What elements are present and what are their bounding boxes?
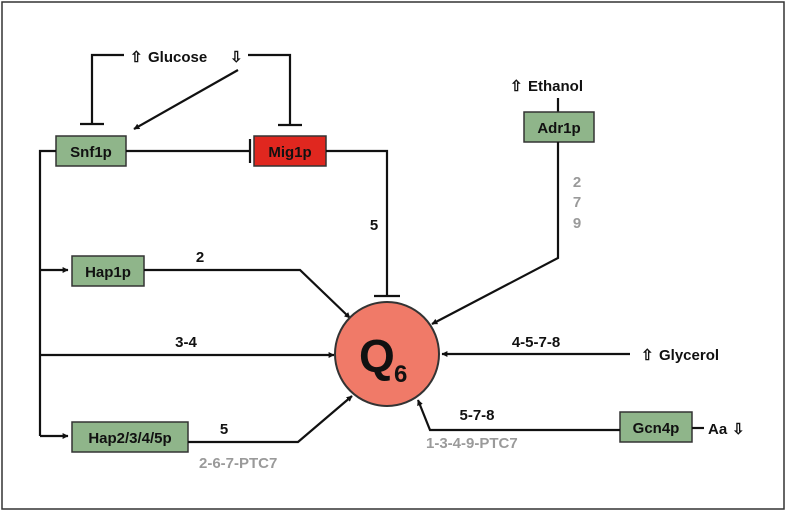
glycerol-group: 4-5-7-8 ⇧ Glycerol [441,334,719,364]
mig1p-node [253,135,327,167]
glucose-down-arrow: ⇩ [230,49,243,66]
adr1p-q6-arrow [431,142,560,325]
aa-down-arrow: ⇩ [732,421,745,438]
q6-subscript: 6 [394,361,407,388]
hap2345p-q6-gray-label: 2-6-7-PTC7 [199,455,277,472]
hap2345p-group: Hap2/3/4/5p 5 2-6-7-PTC7 [71,395,353,472]
gcn4p-group: Gcn4p Aa ⇩ 5-7-8 1-3-4-9-PTC7 [416,399,745,452]
mig1p-group: Mig1p 5 [253,135,400,298]
snf1p-trunk [38,149,56,436]
hap1p-q6-edge-label: 2 [196,249,204,266]
gcn4p-q6-arrow [416,399,620,432]
adr1p-label: Adr1p [537,120,580,137]
adr1p-group: ⇧ Ethanol Adr1p 2 7 9 [431,78,595,325]
snf1p-q6-edge-label: 3-4 [175,334,197,351]
gcn4p-label: Gcn4p [633,420,680,437]
adr1p-edge-label-9: 9 [573,215,581,232]
glucose-snf1p-arrow [133,69,239,130]
hap2345p-node [71,421,189,453]
q6-label: Q [359,330,395,382]
q6-node [334,301,440,407]
ethanol-label: Ethanol [528,78,583,95]
snf1p-group: Snf1p 3-4 [38,135,335,439]
hap1p-group: Hap1p 2 [71,249,351,319]
mig1p-label: Mig1p [268,144,311,161]
glycerol-label: Glycerol [659,347,719,364]
hap2345p-q6-arrow [188,395,353,444]
glucose-snf1p-line [90,53,124,124]
glycerol-up-arrow: ⇧ [641,347,654,364]
glycerol-q6-edge-label: 4-5-7-8 [512,334,560,351]
glucose-regulation: ⇧ Glucose ⇩ [80,49,302,130]
gcn4p-q6-edge-label: 5-7-8 [459,407,494,424]
q6-group: Q 6 [334,301,440,407]
glucose-mig1p-line [248,53,292,125]
gcn4p-q6-gray-label: 1-3-4-9-PTC7 [426,435,518,452]
adr1p-edge-label-7: 7 [573,194,581,211]
snf1p-label: Snf1p [70,144,112,161]
hap1p-q6-arrow [144,268,351,319]
mig1p-q6-edge-label: 5 [370,217,378,234]
ethanol-up-arrow: ⇧ [510,78,523,95]
adr1p-edge-label-2: 2 [573,174,581,191]
glucose-label: Glucose [148,49,207,66]
hap1p-label: Hap1p [85,264,131,281]
mig1p-q6-line [326,149,389,296]
glucose-up-arrow: ⇧ [130,49,143,66]
hap2345p-label: Hap2/3/4/5p [88,430,171,447]
hap2345p-q6-edge-label: 5 [220,421,228,438]
aa-label: Aa [708,421,728,438]
